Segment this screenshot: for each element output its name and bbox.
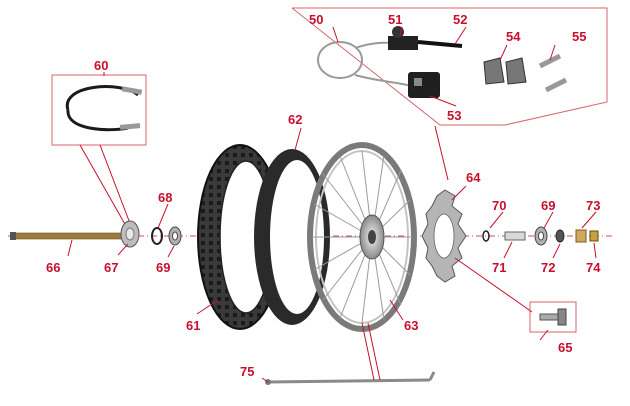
- brake-caliper-53: [408, 72, 440, 98]
- callout-74: 74: [586, 260, 601, 275]
- callout-53: 53: [447, 108, 461, 123]
- master-cylinder-51: [388, 26, 418, 50]
- callout-52: 52: [453, 12, 467, 27]
- callout-51: 51: [388, 12, 402, 27]
- brake-disc-64: [421, 189, 467, 283]
- callout-64: 64: [466, 170, 481, 185]
- bolt-leader: [454, 257, 533, 313]
- seal-72: [555, 229, 565, 243]
- callout-72: 72: [541, 260, 555, 275]
- callout-73: 73: [586, 198, 600, 213]
- callout-63: 63: [404, 318, 418, 333]
- oring-70: [482, 230, 490, 242]
- callout-61: 61: [186, 318, 200, 333]
- spoke-leader-b: [367, 322, 381, 381]
- spoke-leader-a: [361, 322, 375, 381]
- callout-60: 60: [94, 58, 108, 73]
- axle-nut-74: [589, 230, 599, 242]
- callout-54: 54: [506, 29, 521, 44]
- cable-leader-b: [99, 144, 132, 227]
- speedometer-cable-60: [65, 85, 143, 132]
- cable-leader-a: [79, 144, 127, 227]
- spoke-75: [265, 371, 436, 385]
- bearing-69-right: [534, 226, 548, 246]
- cable-group-frame: [51, 74, 147, 146]
- callout-71: 71: [492, 260, 506, 275]
- callout-69-left: 69: [156, 260, 170, 275]
- speedo-drive-67: [120, 220, 140, 248]
- callout-68: 68: [158, 190, 172, 205]
- brake-group-frame: [291, 7, 608, 126]
- brake-lever-52: [417, 40, 463, 48]
- callout-55: 55: [572, 29, 586, 44]
- axle-66: [10, 232, 123, 240]
- brake-group-leader: [434, 125, 449, 181]
- callout-70: 70: [492, 198, 506, 213]
- oil-seal-68: [151, 227, 163, 245]
- collar-73: [575, 229, 587, 243]
- callout-50: 50: [309, 12, 323, 27]
- brake-pads-54: [483, 57, 527, 85]
- disc-bolt-65: [529, 301, 577, 333]
- caliper-bolts-55: [538, 53, 568, 93]
- callout-69-right: 69: [541, 198, 555, 213]
- callout-65: 65: [558, 340, 572, 355]
- rim-63: [307, 142, 417, 332]
- spacer-71: [504, 231, 526, 241]
- callout-66: 66: [46, 260, 60, 275]
- inner-tube-62: [254, 149, 330, 325]
- callout-62: 62: [288, 112, 302, 127]
- callout-67: 67: [104, 260, 118, 275]
- callout-75: 75: [240, 364, 254, 379]
- bearing-69-left: [168, 226, 182, 246]
